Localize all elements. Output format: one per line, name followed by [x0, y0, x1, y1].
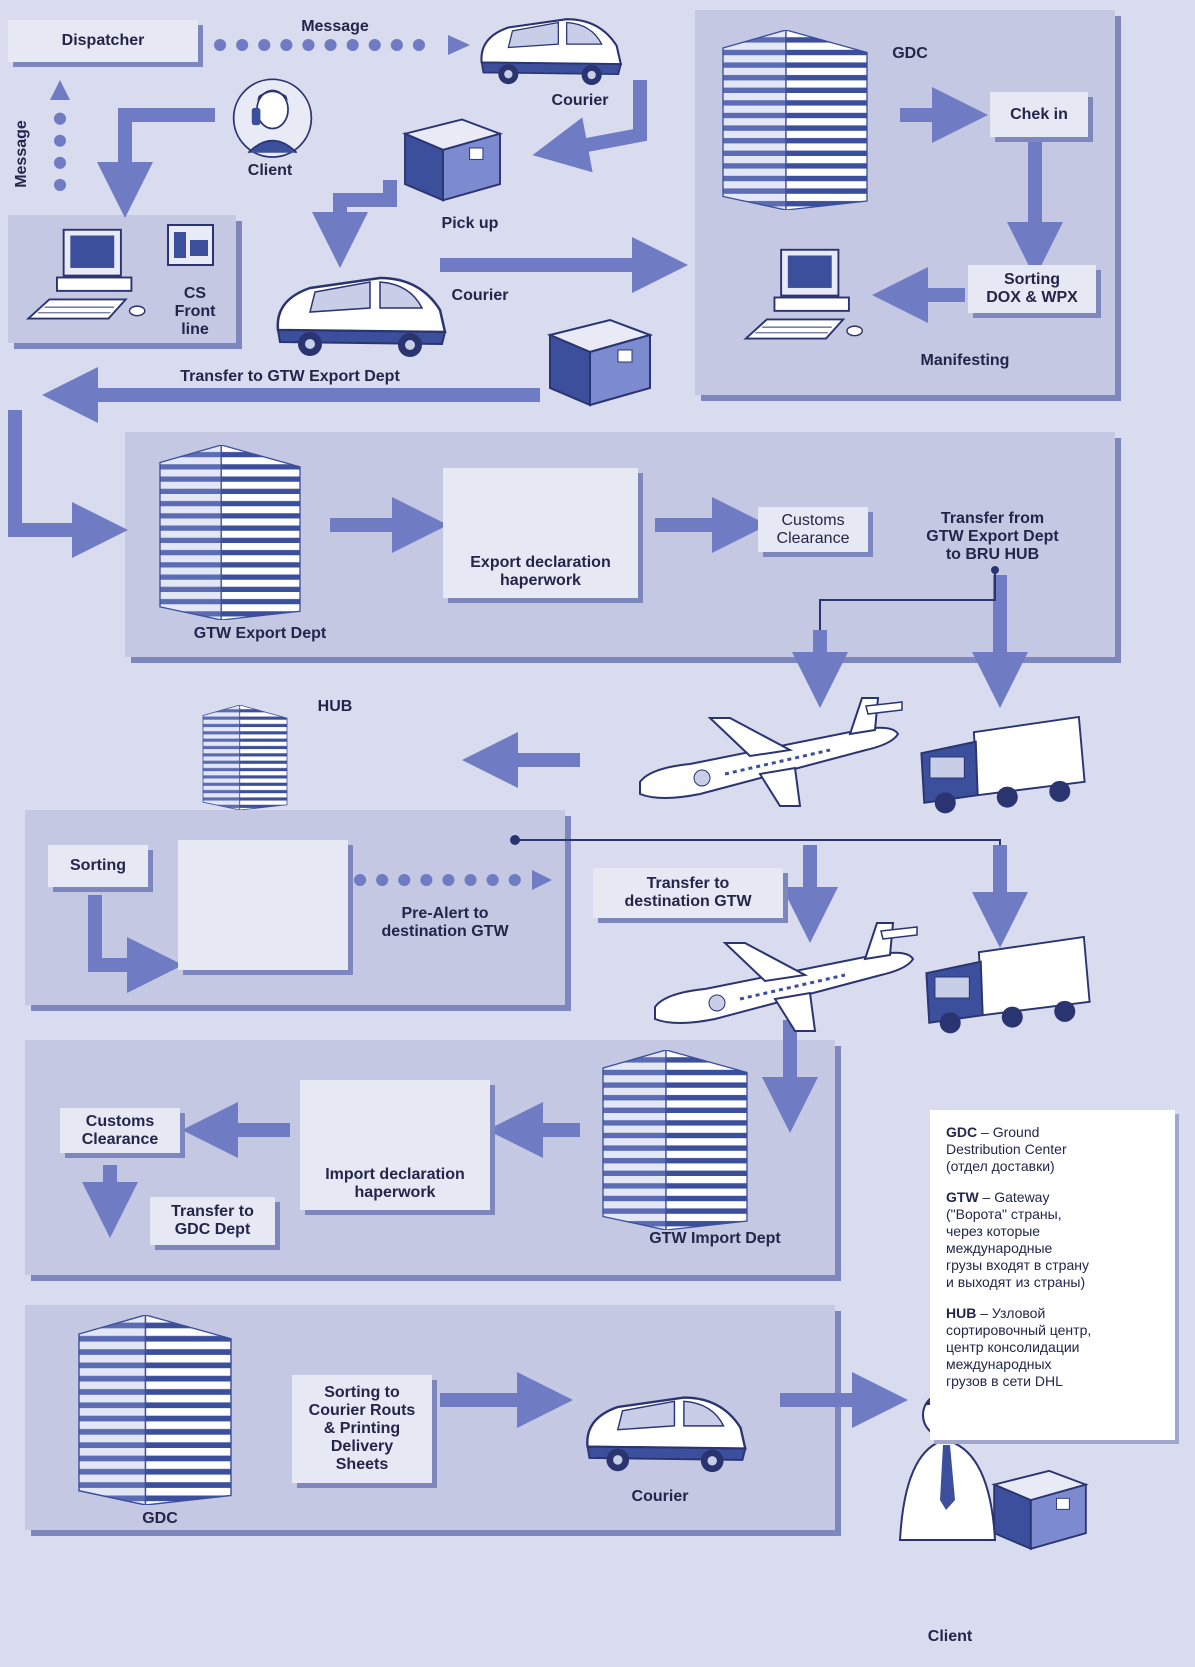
customs-clearance-label-2: Customs Clearance — [81, 1112, 159, 1148]
legend-gdc-def: – Ground Destribution Center (отдел дост… — [946, 1124, 1067, 1174]
legend-hub-term: HUB — [946, 1305, 977, 1321]
courier-van-icon-2 — [276, 276, 447, 359]
message-label-side: Message — [13, 120, 30, 188]
manifesting-label: Manifesting — [920, 352, 1010, 369]
legend-hub: HUB – Узловой сортировочный центр, центр… — [946, 1305, 1159, 1390]
courier-label-2: Courier — [451, 287, 509, 304]
transfer-gdc-label: Transfer to GDC Dept — [171, 1203, 254, 1238]
export-paperwork-label: Export declaration haperwork — [470, 554, 611, 589]
client-person-icon-top — [232, 78, 313, 158]
glossary-legend: GDC – Ground Destribution Center (отдел … — [930, 1110, 1175, 1440]
hub-computer-box — [178, 840, 348, 970]
truck-icon-1 — [920, 715, 1086, 815]
pre-alert-label: Pre-Alert to destination GTW — [381, 905, 509, 940]
message-dotted-arrows — [54, 39, 536, 886]
check-in-box: Chek in — [990, 92, 1088, 137]
truck-icon-2 — [925, 935, 1091, 1035]
connector-lines — [510, 566, 1001, 845]
cs-front-line-label: CS Front line — [174, 285, 216, 338]
sorting-hub-label: Sorting — [70, 857, 126, 874]
dispatcher-label: Dispatcher — [61, 32, 145, 49]
customs-clearance-box-2: Customs Clearance — [60, 1108, 180, 1153]
parcel-box-icon-3 — [993, 1469, 1087, 1550]
parcel-box-icon-2 — [549, 319, 651, 406]
customs-clearance-box-1: Customs Clearance — [758, 507, 868, 552]
computer-icon-manifesting — [744, 248, 864, 340]
airplane-icon-1 — [638, 696, 904, 808]
courier-label-3: Courier — [631, 1488, 689, 1505]
phone-icon — [167, 224, 214, 266]
pickup-label: Pick up — [441, 215, 499, 232]
check-in-label: Chek in — [1010, 105, 1068, 123]
sorting-hub-box: Sorting — [48, 845, 148, 887]
airplane-icon-2 — [653, 921, 919, 1033]
sorting-routes-label: Sorting to Courier Routs & Printing Deli… — [308, 1384, 416, 1473]
computer-icon-cs — [27, 228, 146, 320]
gdc-label-bottom: GDC — [142, 1510, 178, 1527]
courier-label-1: Courier — [551, 92, 609, 109]
message-label-top: Message — [301, 18, 369, 35]
transfer-destination-box: Transfer to destination GTW — [593, 868, 783, 918]
arrow-heads-dotted — [50, 35, 552, 890]
hub-label: HUB — [317, 698, 353, 715]
client-label-top: Client — [247, 162, 293, 179]
import-paperwork-box: Import declaration haperwork — [300, 1080, 490, 1210]
gtw-export-building-icon — [159, 445, 301, 620]
legend-gdc: GDC – Ground Destribution Center (отдел … — [946, 1124, 1159, 1175]
hub-building-icon — [201, 705, 289, 810]
export-paperwork-box: Export declaration haperwork — [443, 468, 638, 598]
parcel-box-icon-1 — [404, 118, 501, 202]
legend-gdc-term: GDC — [946, 1124, 978, 1140]
legend-gtw-term: GTW — [946, 1189, 979, 1205]
transfer-bru-label: Transfer from GTW Export Dept to BRU HUB — [926, 510, 1059, 563]
courier-van-icon-1 — [480, 18, 622, 87]
sorting-routes-box: Sorting to Courier Routs & Printing Deli… — [292, 1375, 432, 1483]
import-paperwork-label: Import declaration haperwork — [325, 1166, 465, 1201]
client-label-bottom: Client — [927, 1628, 973, 1645]
sorting-dox-label: Sorting DOX & WPX — [986, 271, 1078, 306]
gdc-bottom-building-icon — [78, 1315, 232, 1505]
courier-van-icon-3 — [586, 1396, 747, 1474]
legend-gtw: GTW – Gateway ("Ворота" страны, через ко… — [946, 1189, 1159, 1291]
transfer-destination-label: Transfer to destination GTW — [624, 875, 752, 910]
gdc-label-top: GDC — [892, 45, 928, 62]
sorting-dox-box: Sorting DOX & WPX — [968, 265, 1096, 313]
transfer-gdc-box: Transfer to GDC Dept — [150, 1197, 275, 1245]
legend-hub-def: – Узловой сортировочный центр, центр кон… — [946, 1305, 1092, 1389]
flow-arrows — [8, 80, 1063, 1428]
customs-clearance-label-1: Customs Clearance — [776, 511, 850, 547]
gtw-import-label: GTW Import Dept — [649, 1230, 781, 1247]
gtw-export-label: GTW Export Dept — [193, 625, 327, 642]
gdc-building-icon — [722, 30, 868, 210]
dispatcher-box: Dispatcher — [8, 20, 198, 62]
transfer-export-label: Transfer to GTW Export Dept — [180, 368, 400, 385]
gtw-import-building-icon — [602, 1050, 748, 1230]
legend-gtw-def: – Gateway ("Ворота" страны, через которы… — [946, 1189, 1089, 1290]
